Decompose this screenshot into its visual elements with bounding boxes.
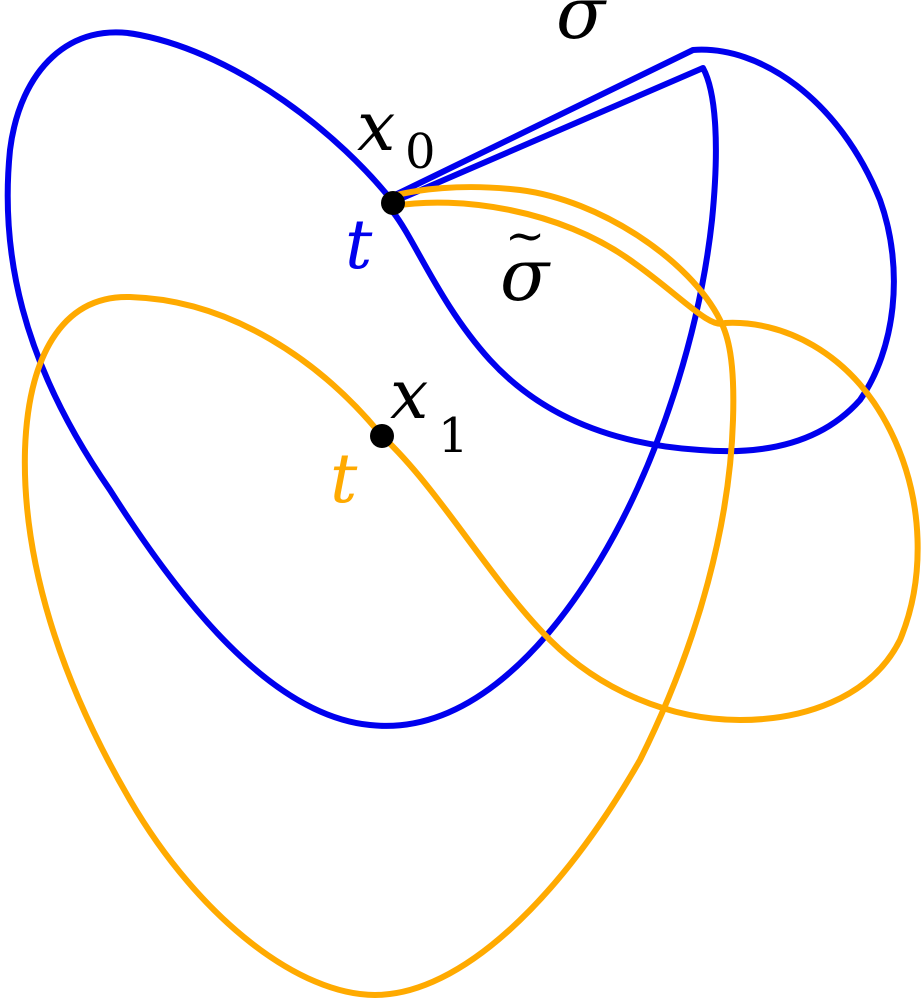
label-x0: x — [357, 88, 395, 167]
label-t-orange: t — [330, 440, 358, 519]
label-sigma: σ — [556, 0, 607, 55]
label-t-blue: t — [345, 206, 373, 285]
label-x0-subscript: 0 — [405, 124, 436, 180]
label-sigma-tilde: σ — [500, 233, 551, 317]
label-x1-subscript: 1 — [438, 408, 469, 464]
label-x1: x — [390, 356, 428, 435]
label-sigma-tilde-accent: ~ — [505, 208, 545, 264]
point-x1 — [370, 424, 394, 448]
orange-sigma-tilde-curve — [379, 199, 921, 723]
blue-loop — [4, 29, 719, 729]
blue-sigma-curve — [390, 46, 897, 455]
orange-loop — [21, 184, 737, 998]
point-x0 — [381, 191, 405, 215]
